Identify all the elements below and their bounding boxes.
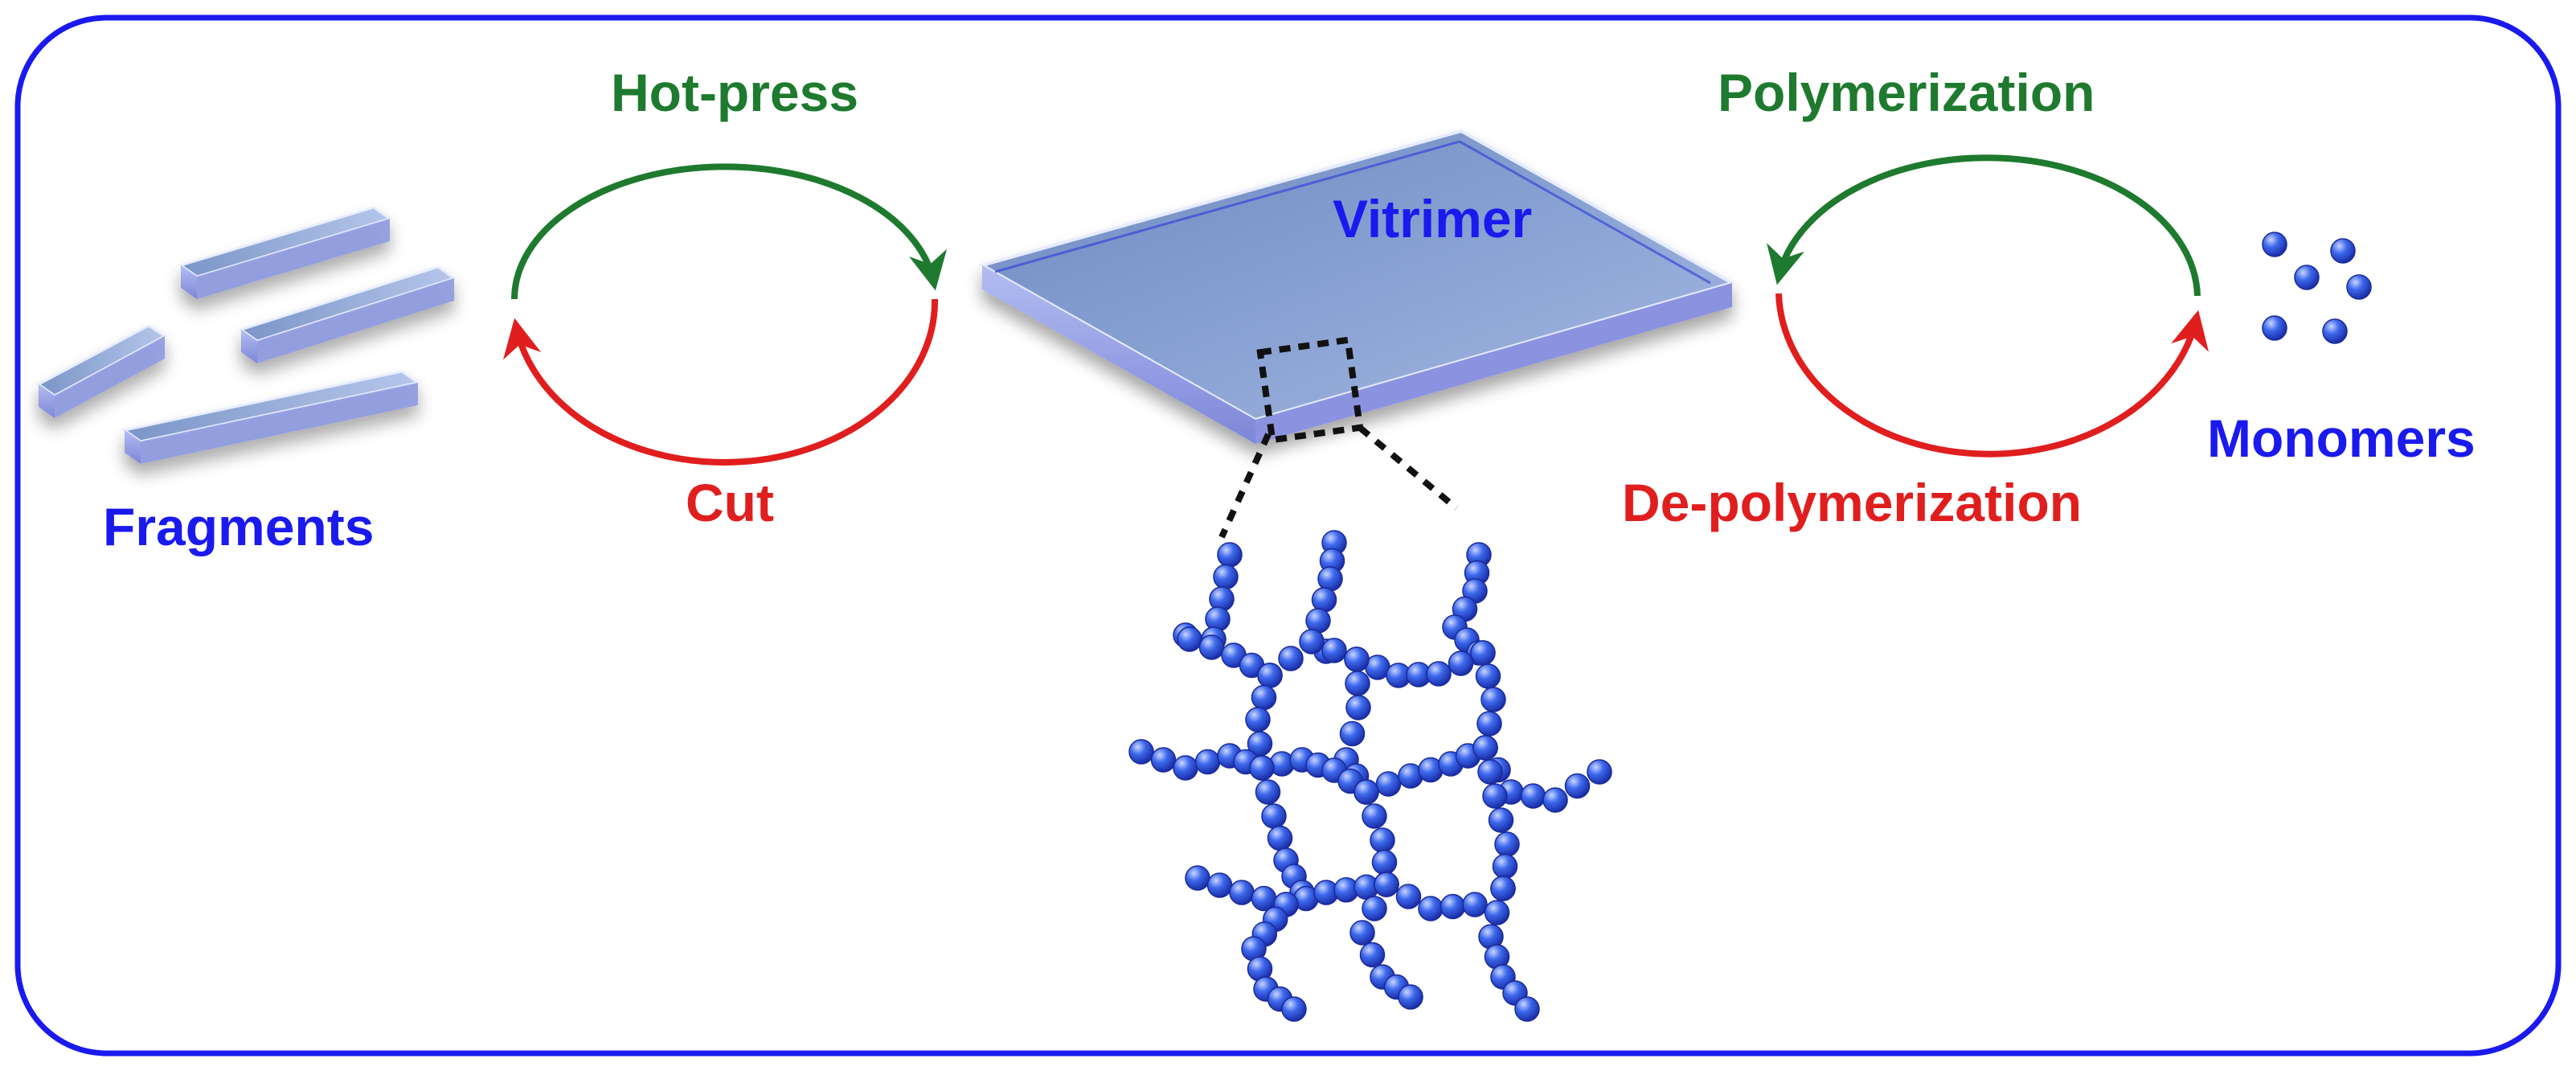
monomers-group bbox=[2262, 232, 2372, 344]
monomer-bead-icon bbox=[2330, 238, 2356, 264]
network-bead bbox=[1472, 735, 1498, 761]
network-bead bbox=[1371, 849, 1398, 876]
network-bead bbox=[1185, 865, 1210, 891]
network-bead bbox=[1321, 638, 1347, 663]
network-bead bbox=[1344, 646, 1370, 672]
network-bead bbox=[1440, 893, 1466, 920]
network-bead bbox=[1267, 825, 1293, 851]
network-bead bbox=[1480, 687, 1506, 712]
network-bead bbox=[1370, 827, 1395, 853]
hot-press-label: Hot-press bbox=[611, 63, 858, 122]
network-bead bbox=[1564, 773, 1591, 799]
network-bead bbox=[1128, 739, 1154, 765]
polymerization-arrow bbox=[1767, 154, 2201, 297]
network-bead bbox=[1261, 803, 1287, 829]
network-bead bbox=[1362, 803, 1387, 829]
monomer-bead-icon bbox=[2262, 232, 2287, 257]
glass-bar-icon bbox=[238, 265, 457, 363]
network-bead bbox=[1418, 896, 1444, 921]
zoom-leader-left bbox=[1218, 433, 1272, 539]
fragments-label: Fragments bbox=[103, 497, 374, 556]
network-bead bbox=[1475, 663, 1501, 689]
network-bead bbox=[1374, 872, 1399, 897]
network-bead bbox=[1198, 634, 1225, 660]
zoom-box bbox=[1256, 336, 1364, 444]
network-bead bbox=[1317, 566, 1343, 592]
network-bead bbox=[1311, 587, 1337, 613]
network-bead bbox=[1398, 984, 1423, 1010]
network-bead bbox=[1490, 876, 1516, 901]
network-bead bbox=[1345, 671, 1370, 696]
network-bead bbox=[1173, 755, 1198, 781]
network-bead bbox=[1587, 759, 1612, 785]
network-bead bbox=[1462, 892, 1488, 917]
hot-press-arrow bbox=[511, 163, 948, 300]
network-bead bbox=[1229, 880, 1255, 905]
monomer-bead-icon bbox=[2322, 318, 2348, 344]
network-bead bbox=[1255, 779, 1281, 805]
network-bead bbox=[1362, 896, 1387, 921]
network-bead bbox=[1281, 996, 1307, 1022]
fragments-group bbox=[36, 206, 457, 464]
network-bead bbox=[1492, 853, 1518, 880]
network-bead bbox=[1375, 771, 1402, 797]
cut-arrow bbox=[503, 298, 939, 466]
network-bead bbox=[1484, 900, 1510, 925]
network-bead bbox=[1339, 720, 1366, 747]
network-bead bbox=[1426, 661, 1452, 687]
network-bead bbox=[1349, 920, 1375, 946]
de-polymerization-label: De-polymerization bbox=[1622, 473, 2082, 532]
network-bead bbox=[1299, 629, 1325, 654]
polymerization-label: Polymerization bbox=[1718, 63, 2095, 122]
monomer-bead-icon bbox=[2294, 265, 2320, 290]
network-bead bbox=[1245, 707, 1271, 732]
network-bead bbox=[1257, 663, 1283, 688]
network-bead bbox=[1482, 783, 1508, 809]
vitrimer-label: Vitrimer bbox=[1333, 189, 1532, 248]
network-bead bbox=[1345, 695, 1371, 720]
monomer-bead-icon bbox=[2262, 315, 2287, 341]
network-bead bbox=[1206, 872, 1233, 898]
network-bead bbox=[1354, 779, 1379, 805]
network-bead bbox=[1395, 884, 1422, 909]
network-bead bbox=[1177, 626, 1202, 652]
network-bead bbox=[1194, 749, 1221, 775]
network-bead bbox=[1520, 783, 1546, 809]
network-bead bbox=[1150, 747, 1177, 773]
diagram-frame bbox=[14, 14, 2562, 1057]
network-bead bbox=[1448, 650, 1474, 676]
network-bead bbox=[1488, 807, 1514, 833]
glass-bar-icon bbox=[178, 206, 393, 299]
network-bead bbox=[1477, 759, 1503, 785]
de-polymerization-arrow bbox=[1775, 293, 2209, 458]
network-bead bbox=[1213, 564, 1239, 590]
network-bead bbox=[1514, 996, 1540, 1022]
network-bead bbox=[1470, 640, 1496, 666]
network-bead bbox=[1251, 684, 1277, 711]
cut-label: Cut bbox=[686, 473, 774, 532]
network-bead bbox=[1359, 942, 1386, 968]
zoom-leader-right bbox=[1358, 425, 1459, 511]
glass-slab-icon bbox=[977, 129, 1737, 444]
monomer-bead-icon bbox=[2346, 274, 2372, 300]
network-bead bbox=[1249, 755, 1275, 781]
polymer-network-icon bbox=[1128, 530, 1612, 1022]
network-bead bbox=[1217, 542, 1243, 568]
network-bead bbox=[1494, 831, 1520, 857]
network-bead bbox=[1476, 711, 1502, 737]
glass-bar-icon bbox=[121, 370, 421, 464]
network-bead bbox=[1278, 646, 1304, 671]
network-bead bbox=[1542, 787, 1568, 813]
monomers-label: Monomers bbox=[2207, 408, 2476, 468]
glass-bar-icon bbox=[36, 324, 167, 418]
